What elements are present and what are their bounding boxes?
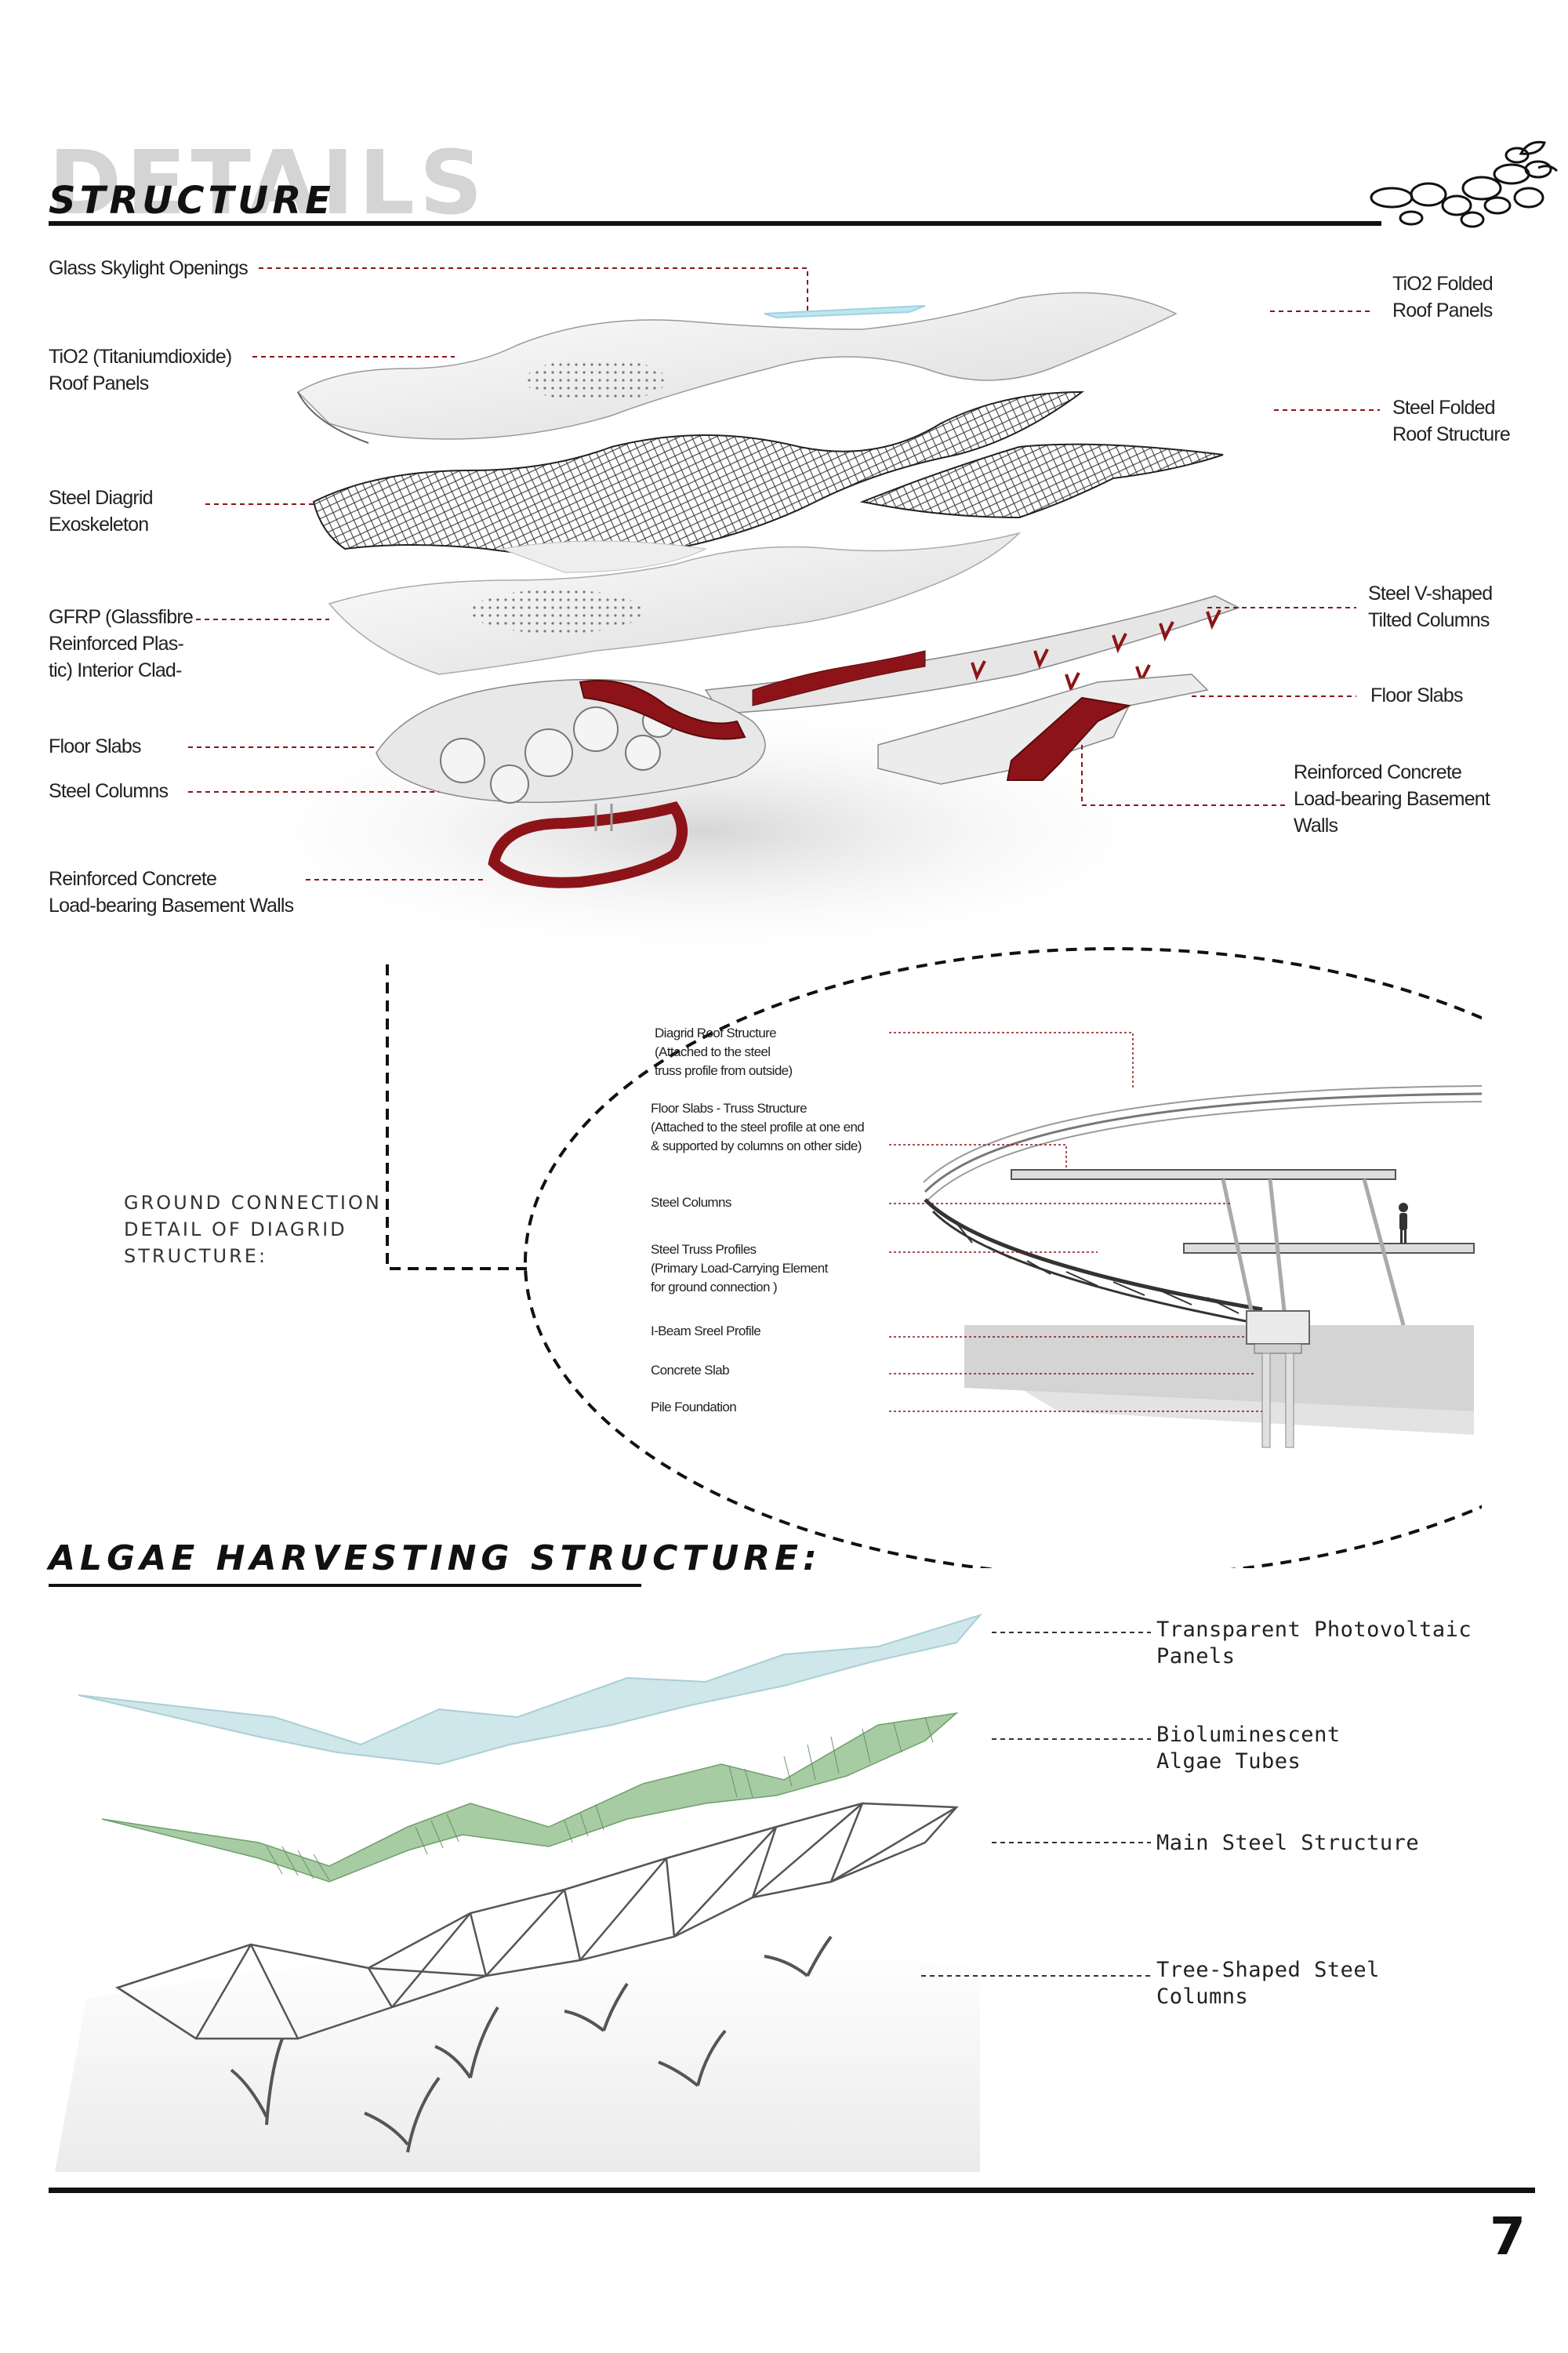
floor-slabs-right [877, 674, 1209, 785]
label-steel-truss-profiles: Steel Truss Profiles (Primary Load-Carry… [651, 1242, 828, 1295]
label-tio2-roof-panels: TiO2 (Titaniumdioxide) Roof Panels [49, 346, 232, 394]
label-floor-slab-truss: Floor Slabs - Truss Structure (Attached … [651, 1101, 865, 1153]
label-basement-walls-right: Reinforced Concrete Load-bearing Basemen… [1294, 761, 1490, 837]
pv-panels [78, 1614, 983, 1766]
label-basement-walls-left: Reinforced Concrete Load-bearing Basemen… [49, 868, 294, 917]
algae-tubes [101, 1712, 959, 1883]
label-floor-slabs-right: Floor Slabs [1370, 684, 1463, 706]
basement-walls-right [1006, 696, 1132, 781]
background-word: DETAILS [49, 133, 488, 234]
label-steel-columns: Steel Columns [49, 780, 169, 802]
floor-slab-strip [704, 595, 1240, 714]
label-i-beam: I-Beam Sreel Profile [651, 1324, 761, 1338]
algae-title-rule [49, 1584, 641, 1587]
label-v-columns: Steel V-shaped Tilted Columns [1368, 583, 1493, 631]
page-title: STRUCTURE [49, 179, 335, 223]
label-pile-foundation: Pile Foundation [651, 1400, 737, 1414]
label-steel-diagrid: Steel Diagrid Exoskeleton [49, 487, 154, 536]
human-figure-icon [1399, 1203, 1408, 1244]
floor-slabs-left [376, 678, 766, 804]
label-steel-folded-roof: Steel Folded Roof Structure [1392, 397, 1511, 445]
ground-connection-caption: GROUND CONNECTION DETAIL OF DIAGRID STRU… [124, 1192, 382, 1267]
label-glass-skylight: Glass Skylight Openings [49, 257, 249, 279]
label-algae-tubes: Bioluminescent Algae Tubes [1156, 1723, 1341, 1774]
footer-rule [49, 2188, 1535, 2193]
header-rule [49, 221, 1381, 226]
algae-section-title: ALGAE HARVESTING STRUCTURE: [49, 1538, 822, 1578]
label-gfrp-cladding: GFRP (Glassfibre Reinforced Plas- tic) I… [49, 606, 194, 681]
steel-diagrid [312, 390, 1085, 557]
label-main-steel: Main Steel Structure [1156, 1831, 1420, 1855]
steel-folded-roof [859, 443, 1224, 519]
label-concrete-slab: Concrete Slab [651, 1363, 730, 1378]
basement-walls-upper [579, 680, 746, 740]
tree-shaped-columns [230, 1935, 833, 2153]
label-tree-columns: Tree-Shaped Steel Columns [1156, 1958, 1380, 2009]
gfrp-cladding [328, 532, 1022, 675]
label-floor-slabs-left: Floor Slabs [49, 735, 141, 757]
page-number: 7 [1490, 2206, 1526, 2267]
tio2-roof-panels [296, 292, 1178, 440]
label-diagrid-roof: Diagrid Roof Structure (Attached to the … [655, 1026, 793, 1078]
basement-walls-lower [488, 801, 688, 888]
label-pv-panels: Transparent Photovoltaic Panels [1156, 1618, 1472, 1669]
label-tio2-folded-roof: TiO2 Folded Roof Panels [1392, 273, 1494, 321]
label-steel-columns-detail: Steel Columns [651, 1195, 731, 1210]
main-steel-structure [115, 1802, 959, 2040]
skylight-opening [764, 305, 926, 319]
